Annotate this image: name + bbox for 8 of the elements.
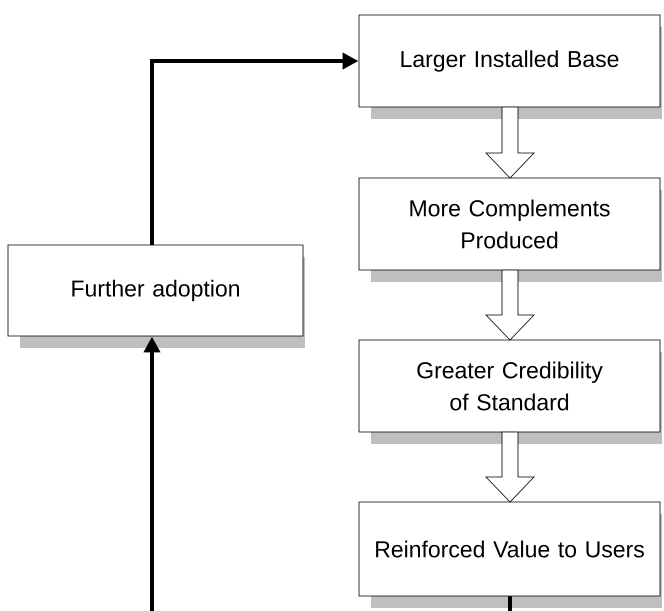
process-box: More Complements Produced: [358, 178, 662, 282]
block-arrow: [485, 432, 535, 503]
block-arrow: [485, 270, 535, 341]
process-box: Reinforced Value to Users: [358, 502, 662, 608]
process-box: Further adoption: [8, 244, 305, 348]
process-box: Greater Credibility of Standard: [358, 340, 662, 444]
block-arrow: [485, 106, 535, 179]
process-box: Larger Installed Base: [358, 14, 662, 119]
